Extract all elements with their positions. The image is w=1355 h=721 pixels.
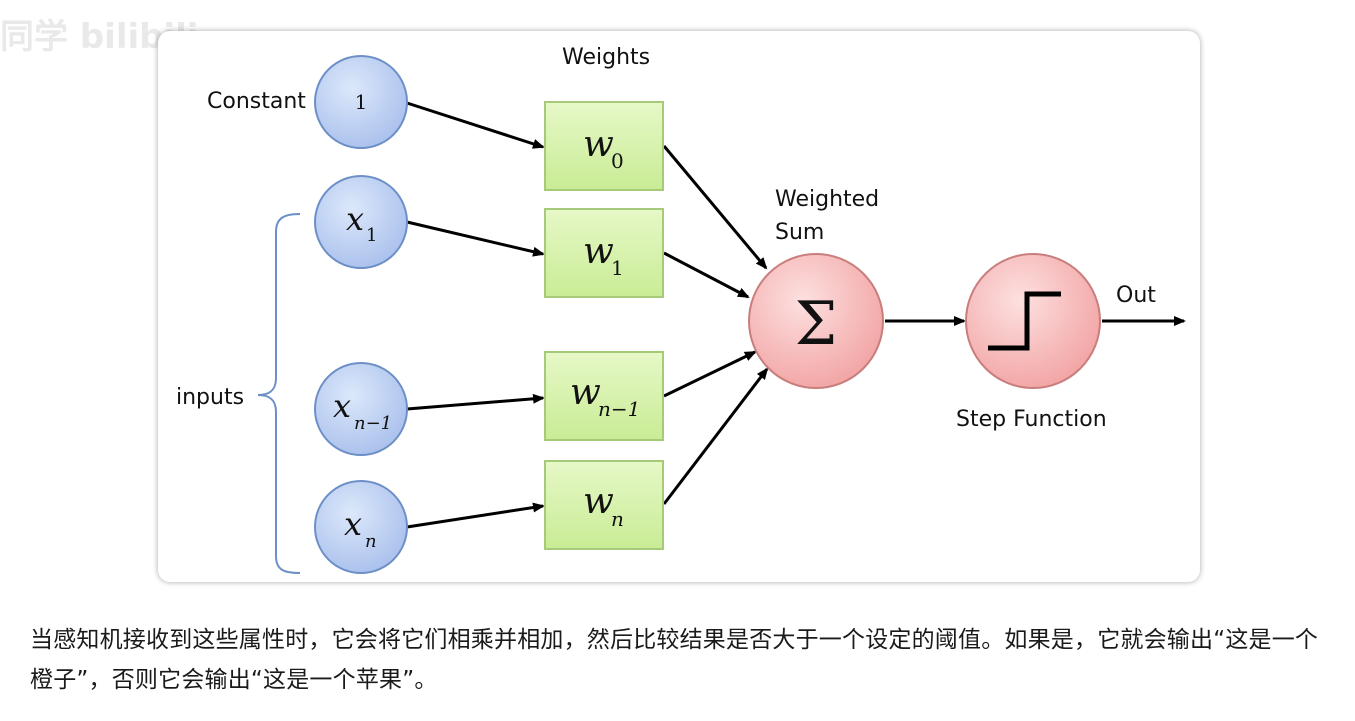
weights-title: Weights bbox=[562, 45, 650, 70]
input-node-xn-sub: n bbox=[365, 531, 377, 552]
input-node-x1: x 1 bbox=[314, 175, 408, 269]
weight-box-wn-1: w n−1 bbox=[544, 351, 664, 441]
input-node-xn-1: x n−1 bbox=[314, 362, 408, 456]
perceptron-diagram: Weights Constant inputs 1 x 1 bbox=[176, 45, 1186, 574]
weight-box-wn-sub: n bbox=[611, 507, 624, 531]
weight-box-w0: w 0 bbox=[544, 101, 664, 191]
inputs-label: inputs bbox=[176, 385, 244, 410]
arrow-wn1-to-sum bbox=[663, 350, 757, 398]
step-function-icon bbox=[988, 291, 1061, 351]
inputs-brace bbox=[257, 213, 301, 574]
arrow-xn1-to-wn1 bbox=[406, 393, 545, 411]
step-function-label: Step Function bbox=[956, 407, 1107, 432]
input-node-x1-sub: 1 bbox=[366, 225, 377, 246]
weighted-sum-label-line2: Sum bbox=[775, 220, 824, 245]
arrow-constant-to-w0 bbox=[406, 101, 545, 149]
sum-node: Σ bbox=[748, 253, 884, 389]
arrow-xn-to-wn bbox=[406, 502, 545, 529]
arrow-x1-to-w1 bbox=[406, 220, 545, 257]
constant-value: 1 bbox=[355, 90, 368, 114]
weight-box-wn-base: w bbox=[583, 481, 614, 522]
weight-box-w1: w 1 bbox=[544, 208, 664, 298]
weight-box-w1-sub: 1 bbox=[611, 256, 624, 280]
arrow-wn-to-sum bbox=[662, 367, 769, 505]
arrow-w0-to-sum bbox=[662, 145, 768, 270]
weight-box-w0-sub: 0 bbox=[611, 149, 624, 173]
constant-label: Constant bbox=[207, 89, 306, 114]
sum-symbol: Σ bbox=[795, 289, 837, 359]
out-label: Out bbox=[1116, 283, 1156, 308]
input-node-xn: x n bbox=[314, 480, 408, 574]
arrow-w1-to-sum bbox=[663, 251, 750, 299]
input-node-xn-1-base: x bbox=[333, 387, 351, 425]
step-function-node bbox=[965, 253, 1101, 389]
weight-box-wn: w n bbox=[544, 460, 664, 550]
caption-text: 当感知机接收到这些属性时，它会将它们相乘并相加，然后比较结果是否大于一个设定的阈… bbox=[30, 627, 1319, 693]
input-node-xn-1-sub: n−1 bbox=[354, 413, 392, 434]
input-node-xn-base: x bbox=[344, 505, 362, 543]
input-node-constant: 1 bbox=[314, 55, 408, 149]
weighted-sum-label-line1: Weighted bbox=[775, 187, 879, 212]
weight-box-w1-base: w bbox=[583, 231, 614, 272]
weight-box-w0-base: w bbox=[583, 124, 614, 165]
weight-box-wn-1-sub: n−1 bbox=[598, 397, 640, 421]
weight-box-wn-1-base: w bbox=[570, 372, 601, 413]
input-node-x1-base: x bbox=[346, 200, 364, 238]
